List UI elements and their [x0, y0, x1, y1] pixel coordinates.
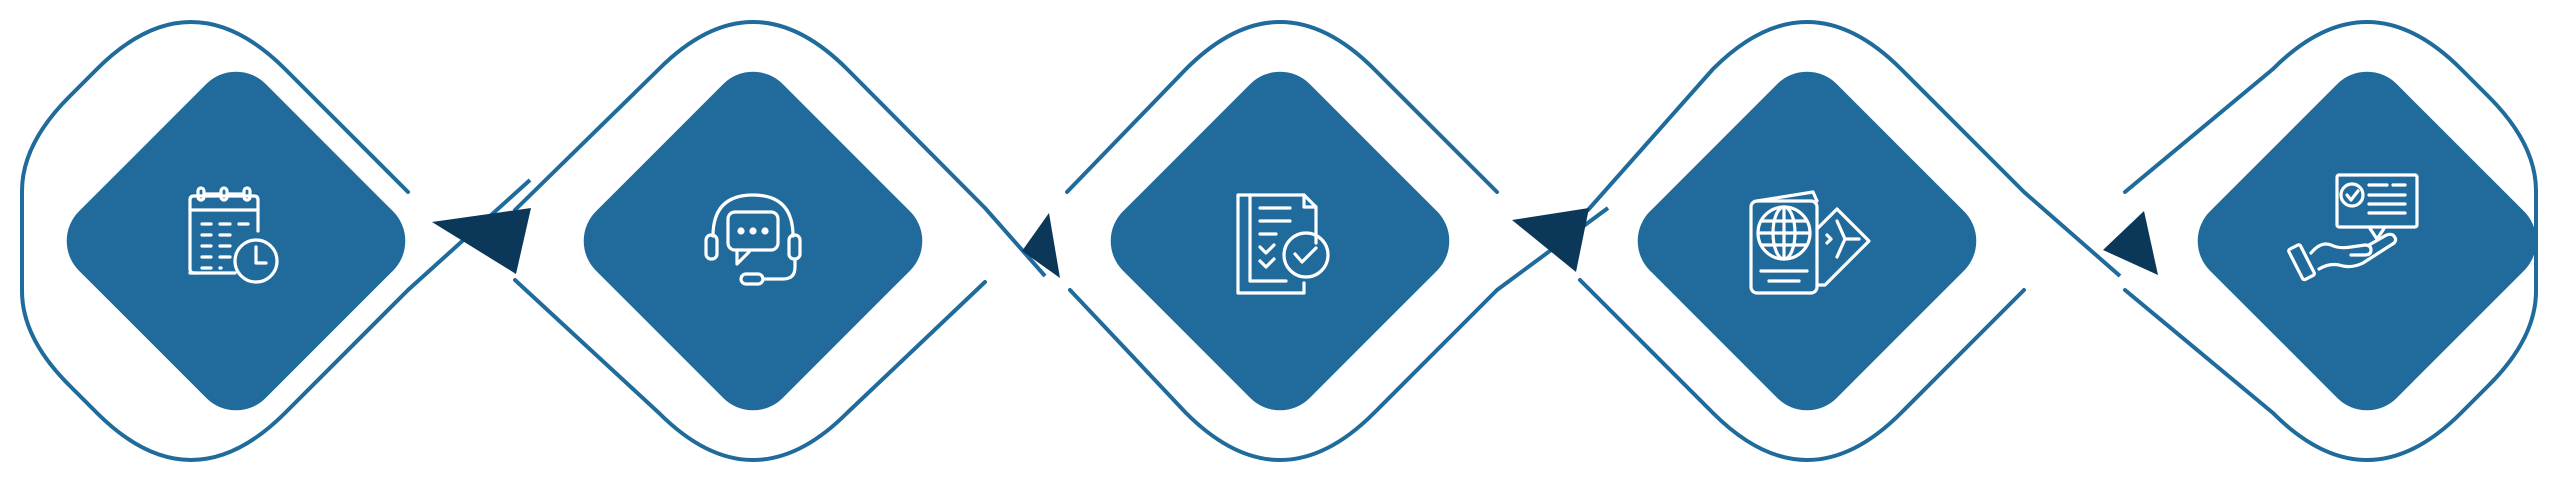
customer-support-headset-icon	[704, 193, 802, 286]
step-2-tile	[583, 71, 923, 411]
connector-arrow-1	[432, 208, 531, 274]
step-1-outline	[20, 20, 410, 462]
step-2-outline-bottom	[513, 278, 987, 462]
connector-line-2	[983, 206, 1047, 278]
checklist-documents-icon	[1236, 193, 1330, 295]
step-3-outline-bottom	[1068, 288, 1499, 462]
hand-receiving-ticket-icon	[2287, 173, 2419, 282]
passport-boarding-pass-icon	[1749, 190, 1871, 295]
step-1-tile	[66, 71, 406, 411]
step-5-tile	[2197, 71, 2537, 411]
connector-line-4	[2022, 190, 2122, 278]
step-3-tile	[1110, 71, 1450, 411]
step-4-outline-bottom	[1578, 278, 2026, 462]
step-4-outline	[1586, 20, 2026, 212]
step-3-outline	[1065, 20, 1499, 194]
step-2-outline	[513, 20, 987, 212]
connector-arrow-2	[1022, 213, 1060, 278]
connector-arrow-3	[1512, 208, 1589, 272]
step-4-tile	[1637, 71, 1977, 411]
calendar-clock-icon	[188, 186, 279, 284]
connector-arrow-4	[2103, 211, 2158, 275]
